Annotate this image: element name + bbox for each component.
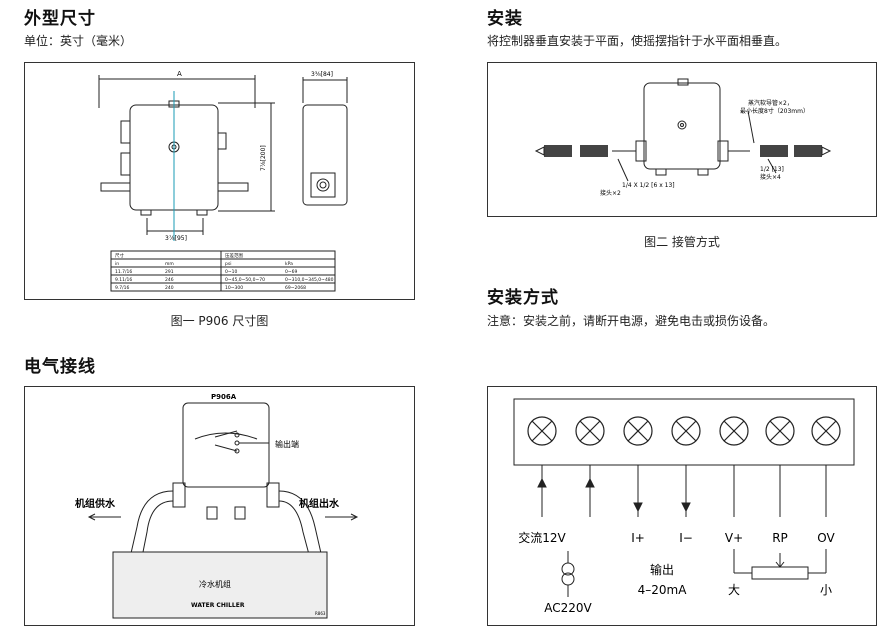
- wiring-drawing: P906A 输出端 机组供水 机组出水 冷水机组 WATER CHILLER R…: [24, 386, 415, 626]
- terminal-screw-6: [765, 416, 795, 446]
- table-cell: 10~300: [225, 285, 243, 291]
- label-fitting-right: 1/2 [13]: [760, 166, 784, 173]
- dimension-drawing-svg: A 3⅜[84] 7⅞[200] 3⅞[95] 尺寸 压差范围 in mm ps…: [98, 70, 348, 292]
- table-cell: 0~10: [225, 269, 237, 275]
- wiring-chiller-cn: 冷水机组: [199, 579, 231, 589]
- pot-big-label: 大: [728, 583, 740, 597]
- label-hose-length: 最小长度8寸（203mm）: [740, 107, 809, 115]
- terminal-label-ac12: 交流12V: [518, 530, 566, 545]
- table-cell: 0~69: [285, 269, 297, 275]
- installation-text: 将控制器垂直安装于平面，使摇摆指针于水平面相垂直。: [487, 34, 788, 48]
- terminal-label-i-plus: I+: [631, 531, 645, 545]
- table-cell: 0~310,0~345,0~480: [285, 277, 334, 283]
- transformer-icon: [561, 551, 575, 597]
- wire-arrow-up-icon: [537, 477, 547, 488]
- installation-title: 安装: [487, 9, 523, 29]
- potentiometer-icon: [733, 549, 827, 580]
- table-cell: 9.11/16: [115, 277, 132, 283]
- table-unit-in: in: [115, 261, 119, 267]
- label-a: A: [177, 70, 182, 78]
- table-cell: 291: [165, 269, 174, 275]
- terminal-label-v-plus: V+: [725, 531, 743, 545]
- table-cell: 0~45,0~50,0~70: [225, 277, 265, 283]
- terminal-label-rp: RP: [772, 531, 788, 545]
- installation-caption: 图二 接管方式: [644, 235, 720, 249]
- label-bottom: 3⅞[95]: [165, 235, 187, 242]
- dimension-drawing: A 3⅜[84] 7⅞[200] 3⅞[95] 尺寸 压差范围 in mm ps…: [24, 62, 415, 300]
- table-header-size: 尺寸: [115, 252, 124, 259]
- terminal-screw-7: [811, 416, 841, 446]
- label-hose: 蒸汽软导管×2，: [748, 99, 793, 107]
- wire-arrow-down-icon: [633, 502, 643, 513]
- ac-label: AC220V: [544, 601, 592, 615]
- output-label: 输出: [650, 562, 674, 577]
- table-cell: 240: [165, 285, 174, 291]
- terminal-label-i-minus: I−: [679, 531, 693, 545]
- label-width-top: 3⅜[84]: [311, 71, 333, 78]
- wiring-supply-label: 机组供水: [75, 497, 116, 510]
- terminal-screw-3: [623, 416, 653, 446]
- terminal-label-ov: OV: [817, 531, 835, 545]
- label-fitting-left-qty: 接头×2: [600, 189, 621, 197]
- terminal-screw-5: [719, 416, 749, 446]
- table-unit-mm: mm: [165, 262, 174, 267]
- dimensions-title: 外型尺寸: [24, 9, 96, 29]
- dimensions-unit-note: 单位：英寸（毫米）: [24, 34, 133, 48]
- installation-drawing-svg: 蒸汽软导管×2， 最小长度8寸（203mm） 1/4 X 1/2 [6 x 13…: [534, 78, 832, 197]
- dimensions-caption: 图一 P906 尺寸图: [170, 314, 269, 328]
- wiring-drawing-svg: P906A 输出端 机组供水 机组出水 冷水机组 WATER CHILLER R…: [75, 393, 359, 619]
- table-cell: 9.7/16: [115, 285, 130, 291]
- terminal-screw-4: [671, 416, 701, 446]
- terminal-screw-1: [527, 416, 557, 446]
- wire-arrow-down-icon: [681, 502, 691, 513]
- terminal-drawing: 交流12V I+ I− V+ RP OV AC220V 输出 4–20mA 大 …: [487, 386, 877, 626]
- label-height: 7⅞[200]: [260, 145, 267, 171]
- terminal-drawing-svg: 交流12V I+ I− V+ RP OV AC220V 输出 4–20mA 大 …: [513, 398, 855, 615]
- install-method-text: 注意：安装之前，请断开电源，避免电击或损伤设备。: [487, 314, 776, 328]
- wiring-chiller-en: WATER CHILLER: [191, 602, 245, 609]
- wiring-ref: R863: [315, 611, 326, 616]
- wire-arrow-up-icon: [585, 477, 595, 488]
- table-unit-kpa: kPa: [285, 261, 293, 267]
- table-cell: 11.7/16: [115, 269, 132, 275]
- table-cell: 69~2068: [285, 285, 306, 291]
- table-header-range: 压差范围: [225, 252, 243, 259]
- output-range: 4–20mA: [638, 583, 688, 597]
- wiring-model: P906A: [211, 393, 237, 401]
- table-unit-psi: psi: [225, 261, 231, 267]
- wiring-title: 电气接线: [24, 357, 96, 377]
- wiring-outlet-label: 机组出水: [299, 497, 340, 510]
- label-fitting-right-qty: 接头×4: [760, 173, 781, 181]
- wiring-output-label: 输出端: [275, 439, 299, 449]
- terminal-screw-2: [575, 416, 605, 446]
- label-fitting-left: 1/4 X 1/2 [6 x 13]: [622, 182, 675, 189]
- table-cell: 246: [165, 277, 174, 283]
- installation-drawing: 蒸汽软导管×2， 最小长度8寸（203mm） 1/4 X 1/2 [6 x 13…: [487, 62, 877, 217]
- pot-small-label: 小: [820, 583, 832, 597]
- install-method-title: 安装方式: [487, 288, 559, 308]
